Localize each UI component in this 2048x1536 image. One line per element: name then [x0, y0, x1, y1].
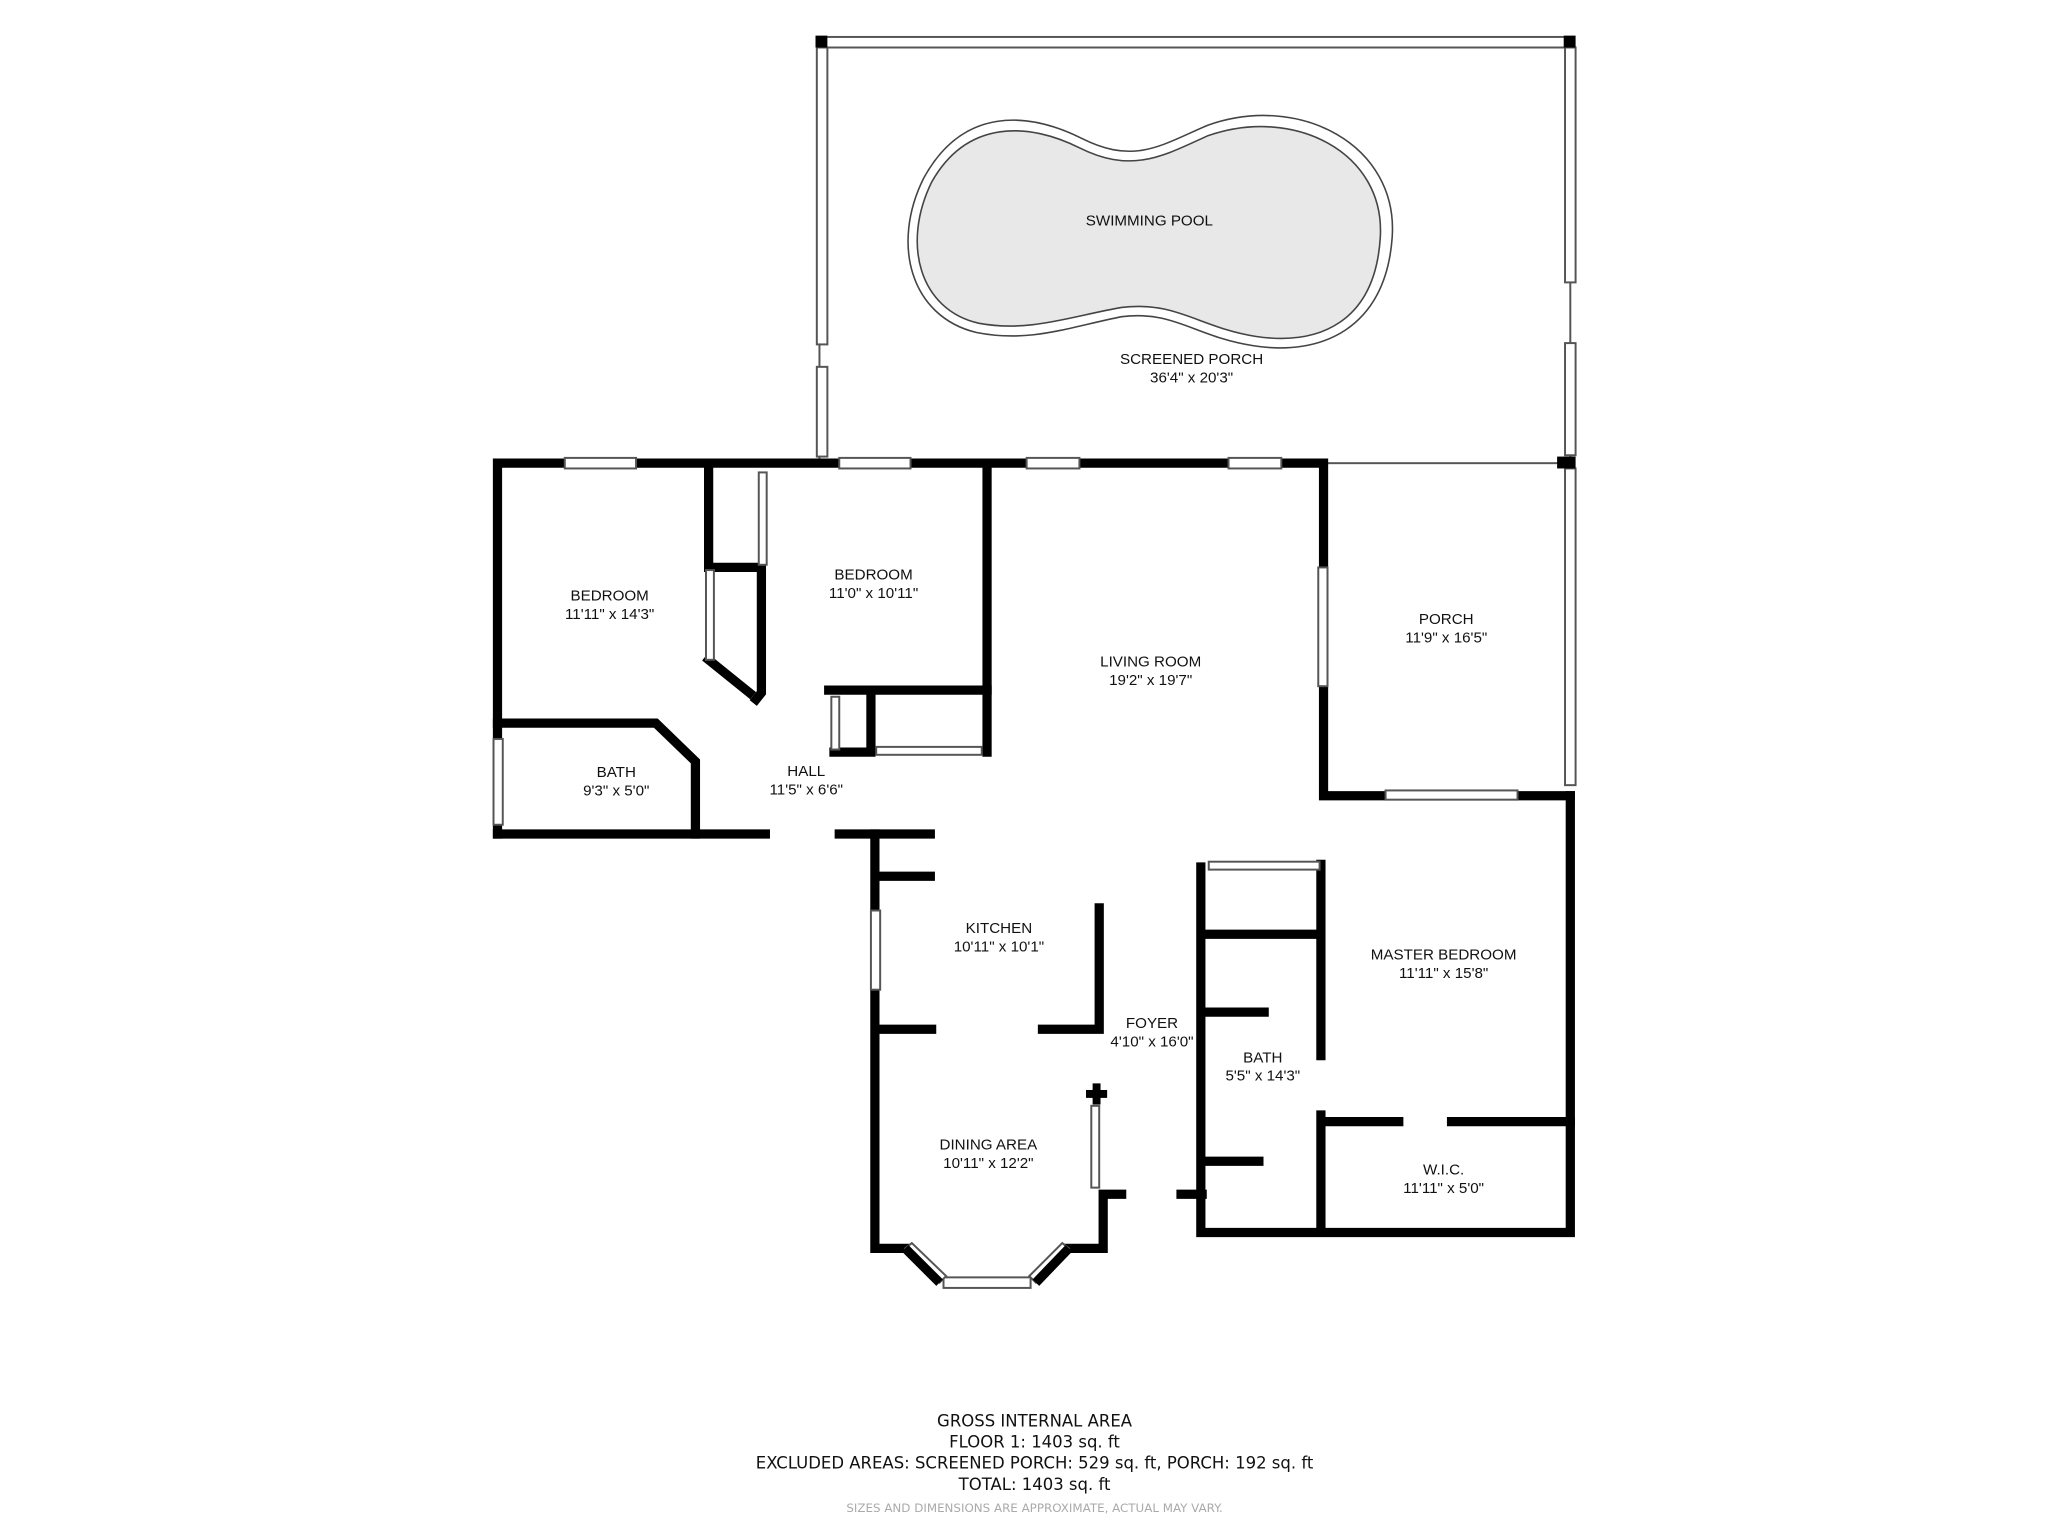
excluded-areas: EXCLUDED AREAS: SCREENED PORCH: 529 sq. … — [756, 1454, 1314, 1473]
room-name-master-bedroom: MASTER BEDROOM — [1371, 946, 1517, 963]
room-size-living-room: 19'2" x 19'7" — [1109, 672, 1192, 689]
gross-area-title: GROSS INTERNAL AREA — [937, 1411, 1133, 1430]
room-name-screened-porch: SCREENED PORCH — [1120, 351, 1263, 368]
room-size-screened-porch: 36'4" x 20'3" — [1150, 370, 1233, 387]
walls — [492, 458, 1575, 1253]
room-name-bath: BATH — [1243, 1049, 1282, 1066]
total-area: TOTAL: 1403 sq. ft — [958, 1475, 1111, 1494]
room-name-bath: BATH — [597, 764, 636, 781]
room-size-kitchen: 10'11" x 10'1" — [954, 938, 1044, 955]
room-size-bedroom: 11'11" x 14'3" — [565, 606, 654, 623]
room-size-bath: 5'5" x 14'3" — [1225, 1068, 1300, 1085]
room-size-bath: 9'3" x 5'0" — [583, 783, 649, 800]
room-size-master-bedroom: 11'11" x 15'8" — [1399, 965, 1488, 982]
room-name-wic: W.I.C. — [1423, 1161, 1464, 1178]
room-name-dining-area: DINING AREA — [940, 1136, 1039, 1153]
room-name-bedroom: BEDROOM — [570, 587, 648, 604]
room-name-bedroom: BEDROOM — [834, 566, 912, 583]
room-size-bedroom: 11'0" x 10'11" — [829, 585, 918, 602]
room-size-hall: 11'5" x 6'6" — [769, 781, 843, 798]
room-name-swimming-pool: SWIMMING POOL — [1086, 213, 1213, 230]
room-name-kitchen: KITCHEN — [966, 920, 1033, 937]
swimming-pool — [907, 114, 1394, 349]
room-size-foyer: 4'10" x 16'0" — [1110, 1033, 1193, 1050]
room-size-wic: 11'11" x 5'0" — [1403, 1180, 1484, 1197]
room-name-porch: PORCH — [1419, 611, 1474, 628]
room-name-foyer: FOYER — [1126, 1015, 1178, 1032]
disclaimer: SIZES AND DIMENSIONS ARE APPROXIMATE, AC… — [846, 1501, 1222, 1515]
room-name-hall: HALL — [787, 763, 825, 780]
floor-area: FLOOR 1: 1403 sq. ft — [949, 1433, 1120, 1452]
room-size-dining-area: 10'11" x 12'2" — [943, 1155, 1033, 1172]
room-size-porch: 11'9" x 16'5" — [1405, 630, 1487, 647]
windows — [492, 456, 1519, 1289]
room-name-living-room: LIVING ROOM — [1100, 653, 1201, 670]
